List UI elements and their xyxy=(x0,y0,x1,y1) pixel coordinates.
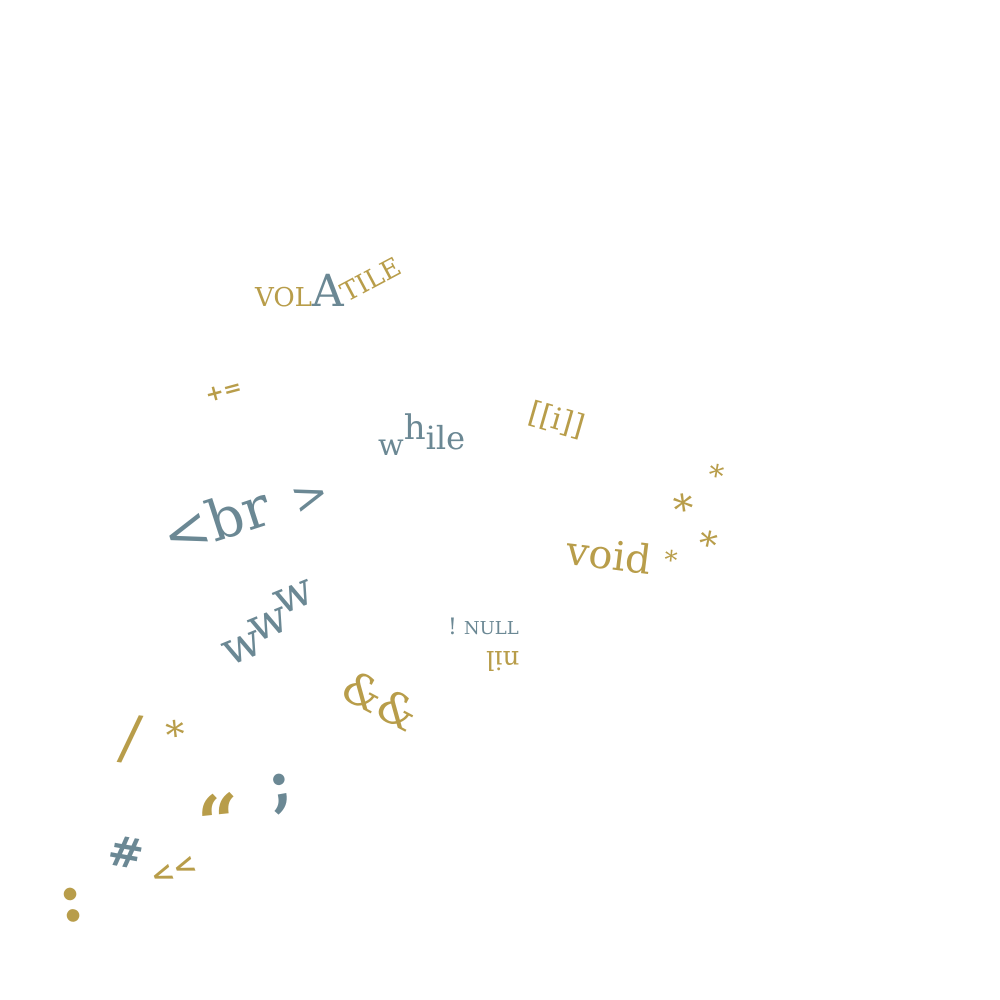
asterisk-glyph: * xyxy=(662,545,679,577)
while-letters-ile: ile xyxy=(425,419,465,457)
colon-glyph: : xyxy=(52,856,89,940)
nil-keyword: nil xyxy=(486,644,520,674)
slash-glyph: / xyxy=(115,701,145,775)
semicolon-glyph: ; xyxy=(261,744,297,821)
br-tag: <br> xyxy=(154,460,336,570)
asterisk-glyph: * xyxy=(705,457,727,496)
null-keyword: NULL xyxy=(463,618,519,639)
volatile-part-vol: VOL xyxy=(255,283,312,313)
br-tag-open: <br xyxy=(153,474,279,570)
not-operator: ! xyxy=(448,615,457,640)
www-letters: www xyxy=(207,561,323,677)
asterisk-glyph: * xyxy=(163,712,188,758)
index-brackets: [[i]] xyxy=(524,394,589,445)
logical-and-operator: && xyxy=(332,660,426,743)
br-tag-close: > xyxy=(284,465,336,526)
shift-left-operator: << xyxy=(145,846,201,894)
volatile-keyword: VOLATILE xyxy=(255,252,408,314)
while-letter-w: w xyxy=(378,428,404,463)
open-quote-glyph: “ xyxy=(193,778,245,868)
not-null-expression: ! NULL xyxy=(448,617,519,639)
asterisk-glyph: * xyxy=(670,485,698,535)
volatile-part-a: A xyxy=(311,266,344,317)
volatile-part-tile: TILE xyxy=(335,251,406,309)
while-keyword: while xyxy=(378,411,465,461)
asterisk-glyph: * xyxy=(694,523,721,568)
plus-equals-operator: += xyxy=(202,373,245,409)
while-letter-h: h xyxy=(403,408,426,448)
void-keyword: void xyxy=(563,527,654,585)
hash-glyph: # xyxy=(104,825,148,880)
